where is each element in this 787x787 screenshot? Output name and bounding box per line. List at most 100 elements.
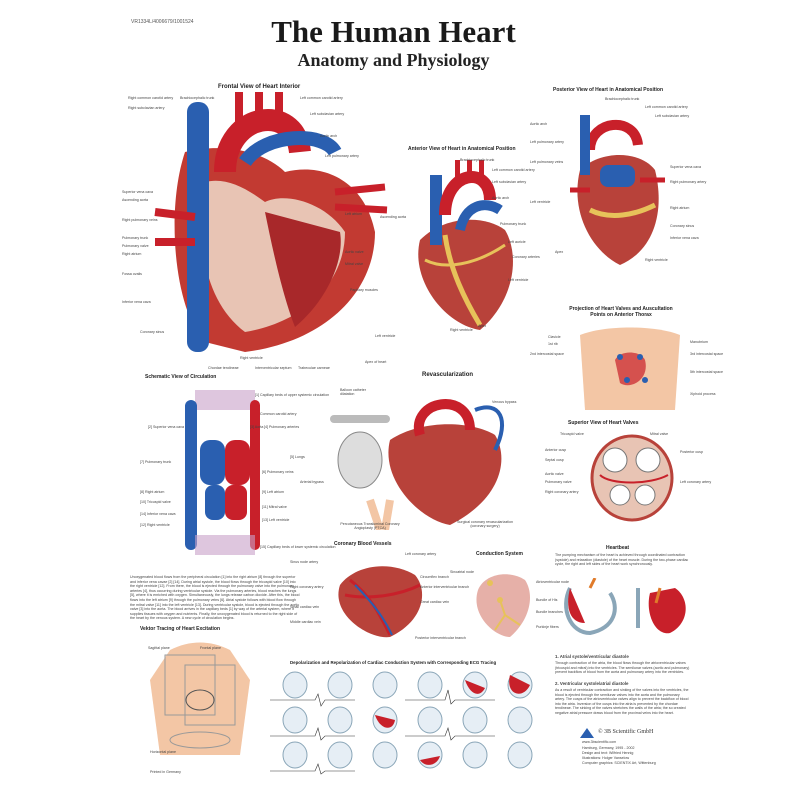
frontal-label: Fossa ovalis bbox=[122, 272, 142, 276]
circulation-illustration bbox=[185, 390, 260, 555]
posterior-label: Left subclavian artery bbox=[655, 114, 690, 118]
poster-subtitle: Anatomy and Physiology bbox=[297, 50, 490, 70]
anterior-label: Right ventricle bbox=[450, 328, 473, 332]
frontal-label: Superior vena cava bbox=[122, 190, 153, 194]
coronary-label: Left coronary artery bbox=[405, 552, 437, 556]
frontal-label: Inferior vena cava bbox=[122, 300, 151, 304]
revasc-label: Arterial bypass bbox=[300, 480, 324, 484]
frontal-label: Aortic arch bbox=[320, 134, 338, 138]
anterior-label: Pulmonary trunk bbox=[500, 222, 527, 226]
schematic-label: [12] Right ventricle bbox=[140, 523, 170, 527]
frontal-label: Pulmonary valve bbox=[122, 244, 149, 248]
projection-title: Projection of Heart Valves and Auscultat… bbox=[569, 306, 673, 318]
schematic-label: [9] Left atrium bbox=[262, 490, 284, 494]
anterior-label: Left common carotid artery bbox=[492, 168, 535, 172]
superior-label: Anterior cusp bbox=[545, 448, 567, 452]
revasc-label: Surgical coronary revascularization (cor… bbox=[457, 520, 513, 528]
coronary-label: Posterior interventricular branch bbox=[415, 636, 466, 640]
coronary-label: Small cardiac vein bbox=[290, 605, 320, 609]
conduction-label: Purkinje fibers bbox=[536, 625, 559, 629]
phase2-text: As a result of ventricular contraction a… bbox=[555, 688, 689, 715]
projection-label: Xiphoid process bbox=[690, 392, 716, 396]
coronary-label: Right coronary artery bbox=[290, 585, 324, 589]
frontal-label: Right ventricle bbox=[240, 356, 263, 360]
publisher-web: www.3bscientific.com bbox=[582, 740, 617, 744]
coronary-label: Great cardiac vein bbox=[420, 600, 450, 604]
frontal-label: Apex of heart bbox=[365, 360, 387, 364]
coronary-illustration bbox=[338, 566, 423, 638]
schematic-label: [4] Pulmonary arteries bbox=[264, 425, 300, 429]
revasc-label: Percutaneous Transluminal Coronary Angio… bbox=[340, 522, 400, 530]
schematic-label: [13] Left ventricle bbox=[262, 518, 290, 522]
publisher-name: © 3B Scientific GmbH bbox=[598, 729, 654, 735]
conduction-title: Conduction System bbox=[476, 551, 523, 557]
projection-label: Clavicle bbox=[548, 335, 561, 339]
anterior-heart-illustration bbox=[418, 160, 513, 330]
posterior-heart-illustration bbox=[570, 115, 665, 265]
vektor-title: Vektor Tracing of Heart Excitation bbox=[140, 626, 221, 632]
posterior-label: Left common carotid artery bbox=[645, 105, 688, 109]
frontal-label: Coronary sinus bbox=[140, 330, 165, 334]
anterior-label: Left subclavian artery bbox=[492, 180, 527, 184]
superior-label: Tricuspid valve bbox=[560, 432, 584, 436]
product-code: VR1334L/4006679/1001524 bbox=[131, 19, 194, 25]
revasc-label: Balloon catheter dilatation bbox=[340, 388, 366, 396]
depolarization-title: Depolarization and Repolarization of Car… bbox=[290, 660, 497, 665]
superior-label: Pulmonary valve bbox=[545, 480, 572, 484]
frontal-label: Brachiocephalic trunk bbox=[180, 96, 215, 100]
posterior-label: Inferior vena cava bbox=[670, 236, 699, 240]
superior-label: Left coronary artery bbox=[680, 480, 712, 484]
frontal-label: Right pulmonary veins bbox=[122, 218, 158, 222]
superior-view-title: Superior View of Heart Valves bbox=[568, 420, 639, 426]
anterior-label: Left ventricle bbox=[508, 278, 529, 282]
frontal-label: Right atrium bbox=[122, 252, 142, 256]
schematic-label: [7] Pulmonary trunk bbox=[140, 460, 172, 464]
schematic-label: Common carotid artery bbox=[260, 412, 297, 416]
superior-label: Right coronary artery bbox=[545, 490, 579, 494]
frontal-heart-illustration bbox=[154, 92, 388, 352]
posterior-view-title: Posterior View of Heart in Anatomical Po… bbox=[553, 87, 664, 93]
superior-label: Mitral valve bbox=[650, 432, 669, 436]
frontal-label: Left pulmonary artery bbox=[325, 154, 359, 158]
posterior-label: Coronary sinus bbox=[670, 224, 695, 228]
projection-label: 2nd intercostal space bbox=[530, 352, 564, 356]
poster-title: The Human Heart bbox=[271, 14, 516, 49]
frontal-label: Chordae tendineae bbox=[208, 366, 239, 370]
conduction-illustration bbox=[476, 574, 530, 637]
anterior-label: Ascending aorta bbox=[380, 215, 406, 219]
projection-label: 3rd intercostal space bbox=[690, 352, 724, 356]
heartbeat-illustrations bbox=[564, 578, 686, 636]
frontal-label: Left common carotid artery bbox=[300, 96, 343, 100]
superior-label: Septal cusp bbox=[545, 458, 564, 462]
frontal-label: Right common carotid artery bbox=[128, 96, 174, 100]
posterior-label: Brachiocephalic trunk bbox=[605, 97, 640, 101]
vektor-label: Sagittal plane bbox=[148, 646, 170, 650]
frontal-label: Ascending aorta bbox=[122, 198, 148, 202]
heartbeat-title: Heartbeat bbox=[606, 545, 630, 551]
posterior-label: Left pulmonary veins bbox=[530, 160, 564, 164]
conduction-label: Atrioventricular node bbox=[536, 580, 569, 584]
anterior-label: Apex bbox=[478, 324, 487, 328]
frontal-label: Interventricular septum bbox=[255, 366, 292, 370]
conduction-label: Bundle branches bbox=[536, 610, 563, 614]
schematic-label: [5] Lungs bbox=[290, 455, 305, 459]
conduction-label: Sinoatrial node bbox=[450, 570, 474, 574]
posterior-label: Aortic arch bbox=[530, 122, 548, 126]
credit-line: Computer graphics: SCIENTIX Art, Wittenb… bbox=[582, 761, 656, 765]
projection-label: 5th intercostal space bbox=[690, 370, 723, 374]
frontal-label: Mitral valve bbox=[345, 262, 364, 266]
posterior-label: Right atrium bbox=[670, 206, 690, 210]
phase2-title: 2. Ventricular systole/atrial diastole bbox=[555, 681, 629, 686]
frontal-label: Left atrium bbox=[345, 212, 362, 216]
frontal-label: Left subclavian artery bbox=[310, 112, 345, 116]
anterior-view-title: Anterior View of Heart in Anatomical Pos… bbox=[408, 146, 516, 152]
ecg-tracing-grid bbox=[270, 671, 533, 775]
revascularization-illustration bbox=[330, 399, 505, 530]
frontal-label: Aortic valve bbox=[345, 250, 364, 254]
posterior-label: Right ventricle bbox=[645, 258, 668, 262]
coronary-label: Circumflex branch bbox=[420, 575, 449, 579]
posterior-label: Left pulmonary artery bbox=[530, 140, 564, 144]
projection-label: 1st rib bbox=[548, 342, 558, 346]
frontal-label: Papillary muscles bbox=[350, 288, 378, 292]
schematic-label: [10] Tricuspid valve bbox=[140, 500, 171, 504]
